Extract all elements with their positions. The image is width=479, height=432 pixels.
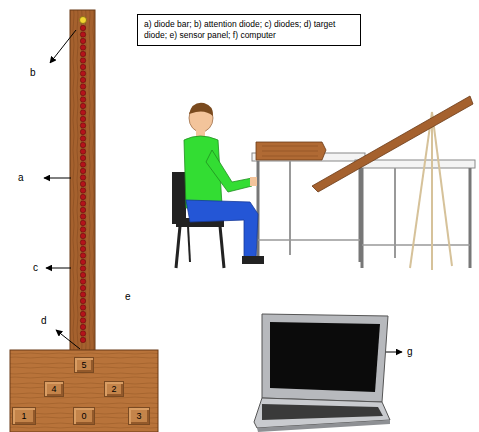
callout-letter: c: [33, 263, 38, 273]
button-number: 4: [51, 384, 56, 394]
sensor-button: 0: [73, 407, 95, 425]
leader-line: [50, 30, 76, 63]
laptop: [254, 314, 390, 432]
attention-diode: [80, 17, 87, 24]
button-number: 3: [136, 411, 141, 421]
person: [184, 103, 264, 264]
button-number: 2: [111, 384, 116, 394]
button-number: 1: [21, 411, 26, 421]
key-text: a) diode bar; b) attention diode; c) dio…: [144, 19, 354, 40]
callout-letter: g: [407, 347, 413, 357]
sensor-panel: [10, 350, 158, 432]
sensor-button: 3: [128, 407, 150, 425]
sensor-button: 4: [44, 381, 64, 397]
sensor-button: 5: [74, 357, 94, 373]
tables: [252, 153, 475, 268]
tilted-bar: [256, 96, 473, 270]
button-number: 5: [81, 360, 86, 370]
leader-line: [44, 178, 71, 179]
diode-bar: [70, 10, 95, 355]
diode-column: [80, 25, 85, 342]
sensor-button: 2: [104, 381, 124, 397]
callout-letter: b: [30, 68, 36, 78]
callout-letter: e: [125, 292, 131, 302]
leader-line: [56, 330, 80, 349]
leader-line: [46, 268, 71, 269]
callout-letter: d: [41, 316, 47, 326]
callout-letter: a: [18, 173, 24, 183]
key-box: a) diode bar; b) attention diode; c) dio…: [137, 14, 361, 46]
button-number: 0: [81, 411, 86, 421]
sensor-button: 1: [12, 407, 36, 425]
